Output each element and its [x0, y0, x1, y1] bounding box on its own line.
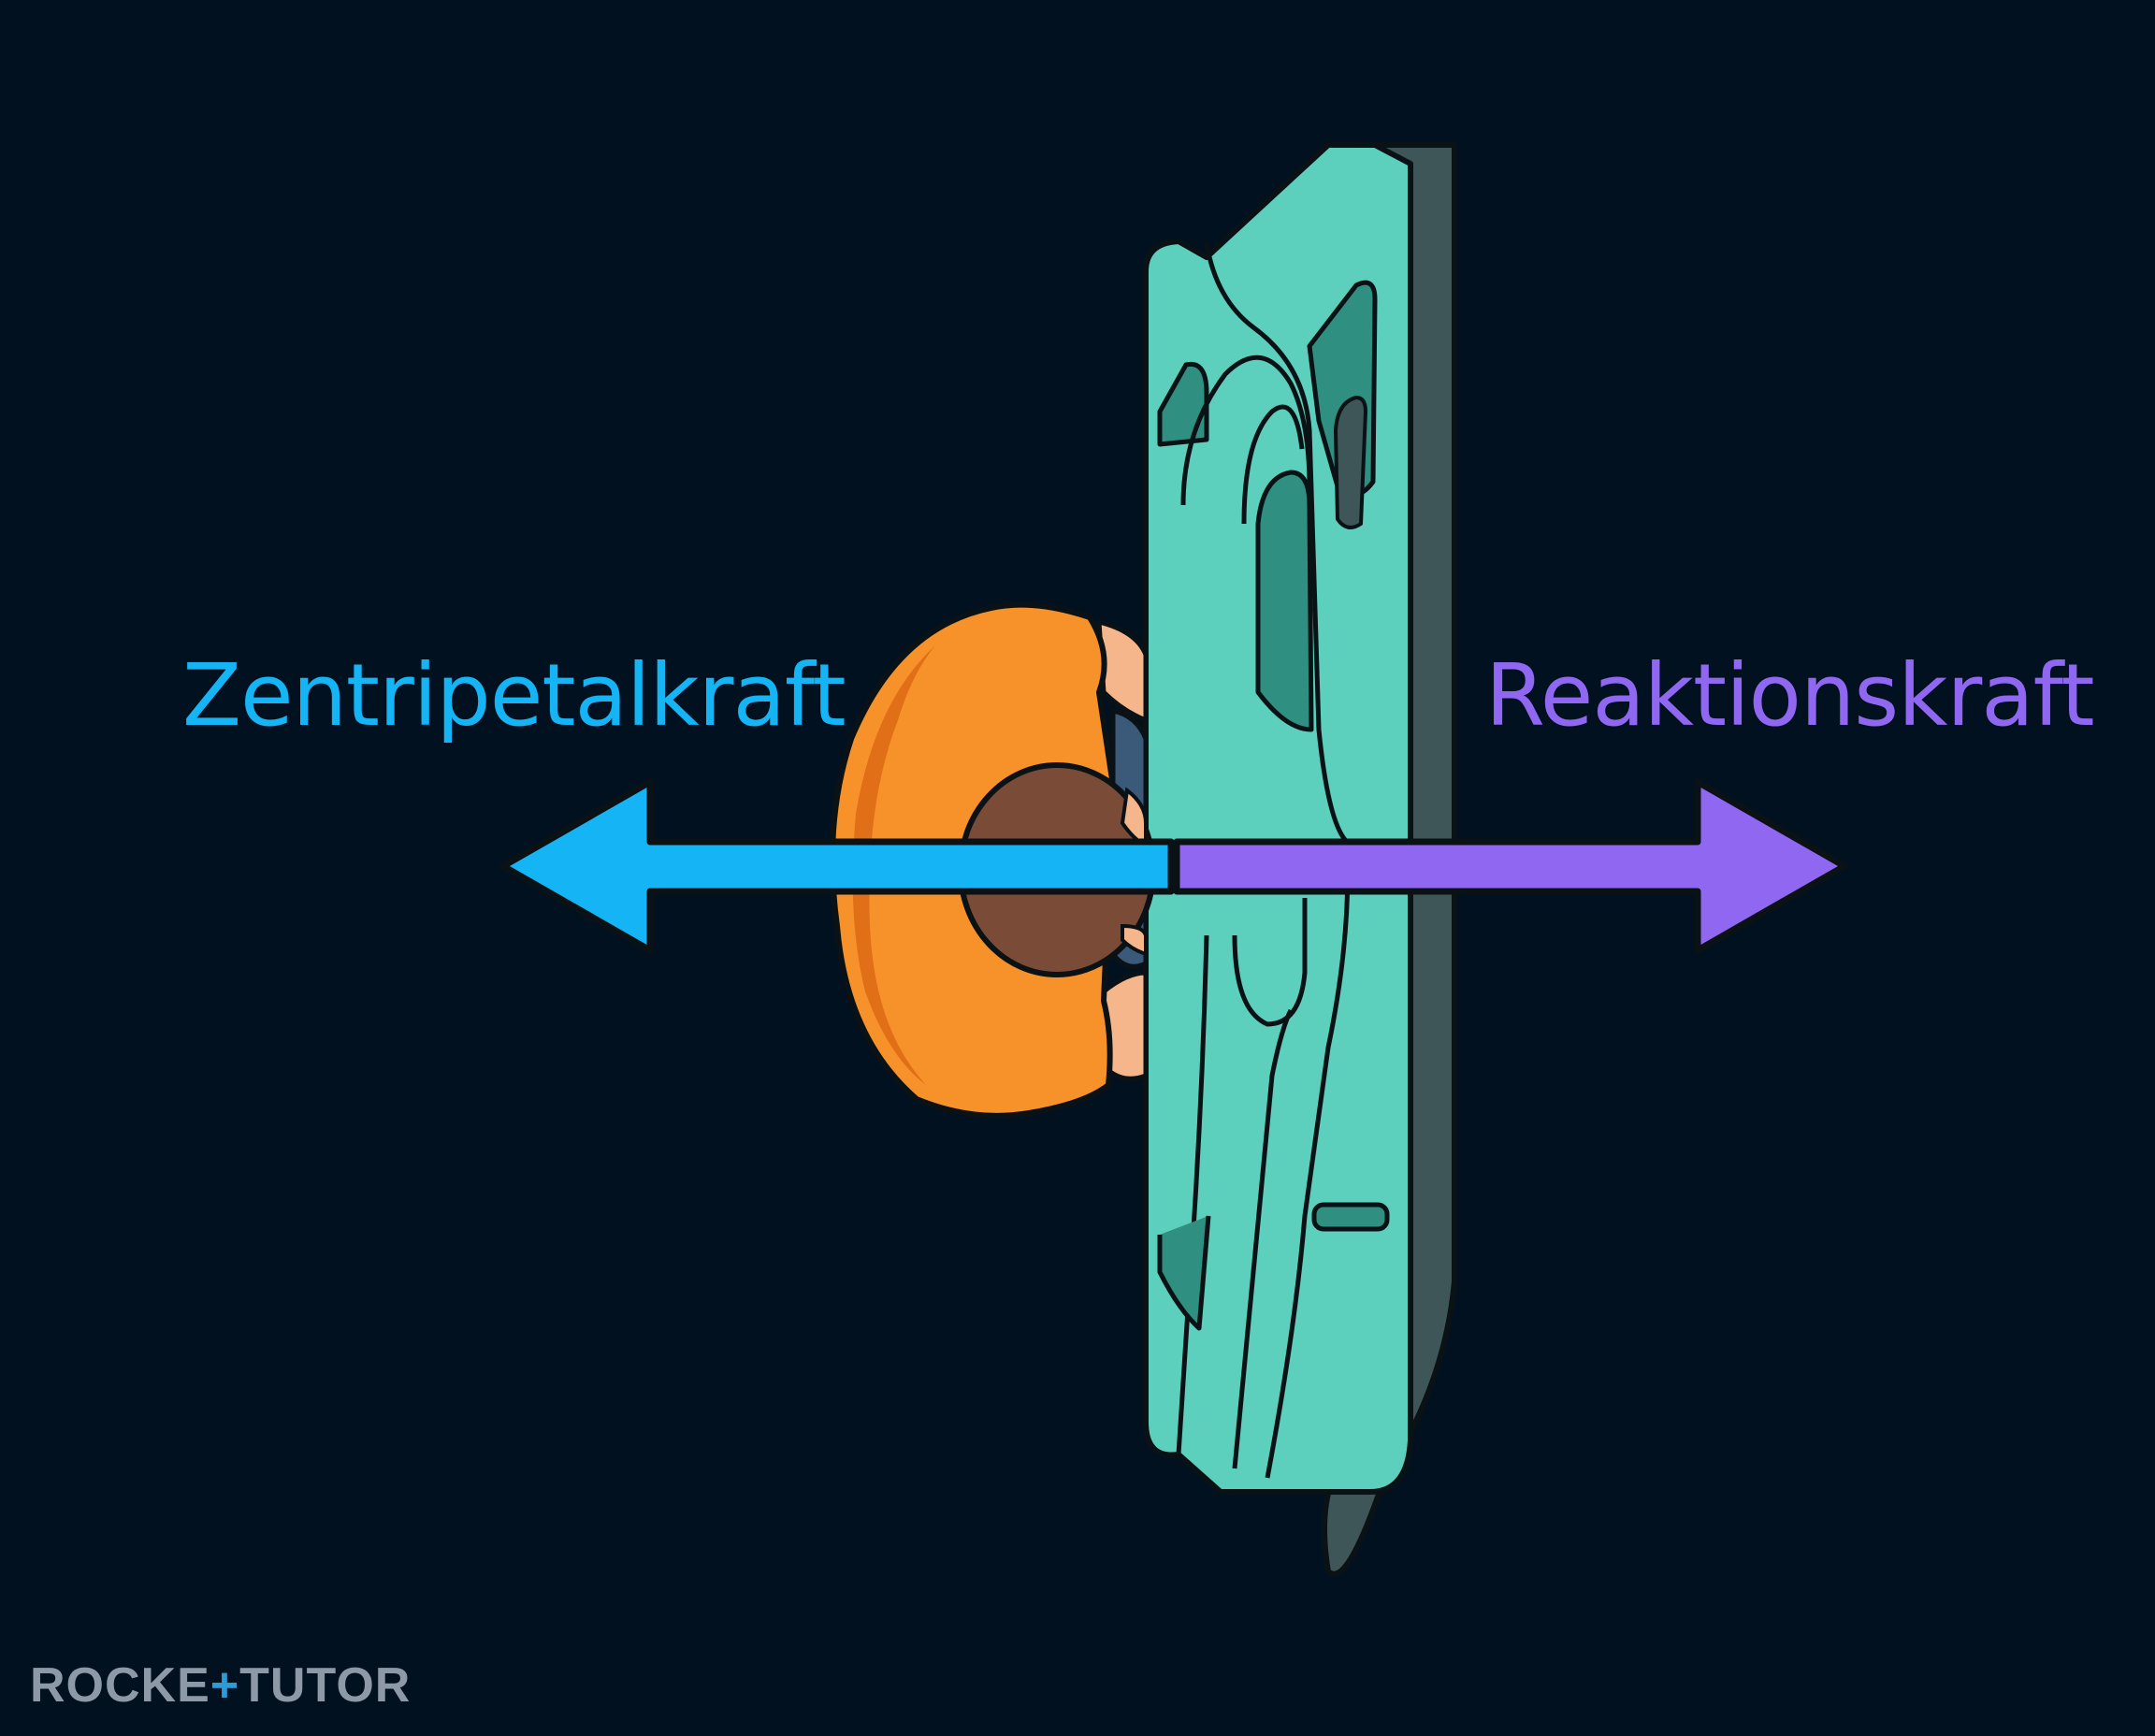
door-contour-4 [1232, 898, 1308, 1027]
door-side-slot-2 [1334, 396, 1367, 529]
door-contour-5 [1232, 1008, 1294, 1469]
left-force-label: Zentripetalkraft [182, 645, 846, 745]
person-torso-shade [852, 645, 935, 1085]
person-arm-upper [1096, 619, 1149, 723]
rocket-tutor-logo: ROCKE+TUTOR [30, 1658, 412, 1713]
door-recess-upper [1157, 361, 1209, 447]
person-ear-2 [1121, 923, 1148, 957]
door-lower-panel [1157, 1215, 1211, 1331]
door-contour-1 [1204, 242, 1349, 844]
door-handle-recess [1255, 470, 1314, 732]
door-contour-6 [1265, 841, 1351, 1479]
door-handle [1311, 1202, 1390, 1232]
door-contour-2 [1180, 354, 1312, 506]
door-contour-3 [1241, 404, 1305, 525]
right-force-arrow [1173, 778, 1848, 954]
right-force-label: Reaktionskraft [1485, 645, 2095, 745]
left-force-arrow [499, 778, 1175, 954]
